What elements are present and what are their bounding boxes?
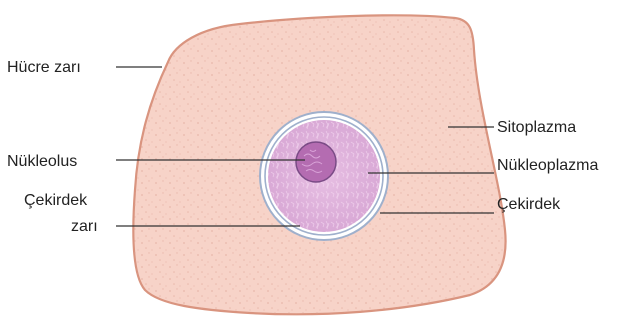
label-nuclear-envelope-line2: zarı bbox=[71, 218, 98, 235]
label-cytoplasm: Sitoplazma bbox=[497, 119, 576, 136]
label-nuclear-envelope-line1: Çekirdek bbox=[24, 192, 88, 209]
label-nucleus: Çekirdek bbox=[497, 196, 561, 213]
label-nucleolus: Nükleolus bbox=[7, 153, 77, 170]
label-nucleoplasm: Nükleoplazma bbox=[497, 157, 598, 174]
nucleus bbox=[260, 112, 388, 240]
label-cell-membrane: Hücre zarı bbox=[7, 59, 81, 76]
